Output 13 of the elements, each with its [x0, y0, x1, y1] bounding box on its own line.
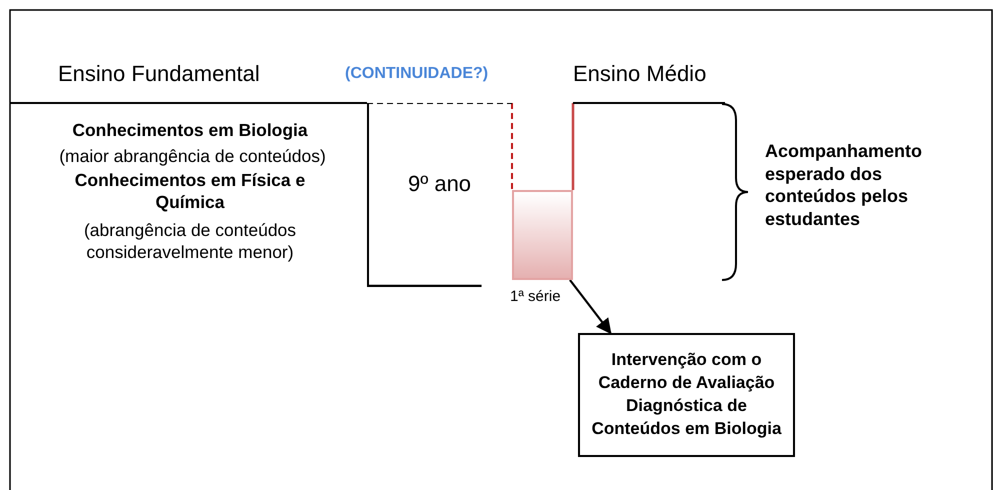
- note-text: Acompanhamento esperado dos conteúdos pelos estudantes: [765, 140, 924, 230]
- note-text: Conhecimentos em Física e Química: [74, 170, 306, 214]
- arrow: [569, 279, 612, 334]
- box-caption: 1ª série: [510, 288, 561, 305]
- note-text: (maior abrangência de conteúdos): [58, 146, 327, 168]
- shaded-box: [512, 190, 573, 280]
- section-heading: Ensino Médio: [573, 60, 708, 88]
- section-heading: (CONTINUIDADE?): [345, 64, 490, 84]
- step-label: 9º ano: [408, 171, 472, 197]
- process-box: Intervenção com o Caderno de Avaliação Diagnóstica de Conteúdos em Biologia: [578, 333, 795, 457]
- note-text: (abrangência de conteúdos consideravelmente menor): [82, 220, 298, 264]
- note-text: Conhecimentos em Biologia: [71, 120, 309, 142]
- section-heading: Ensino Fundamental: [58, 60, 261, 88]
